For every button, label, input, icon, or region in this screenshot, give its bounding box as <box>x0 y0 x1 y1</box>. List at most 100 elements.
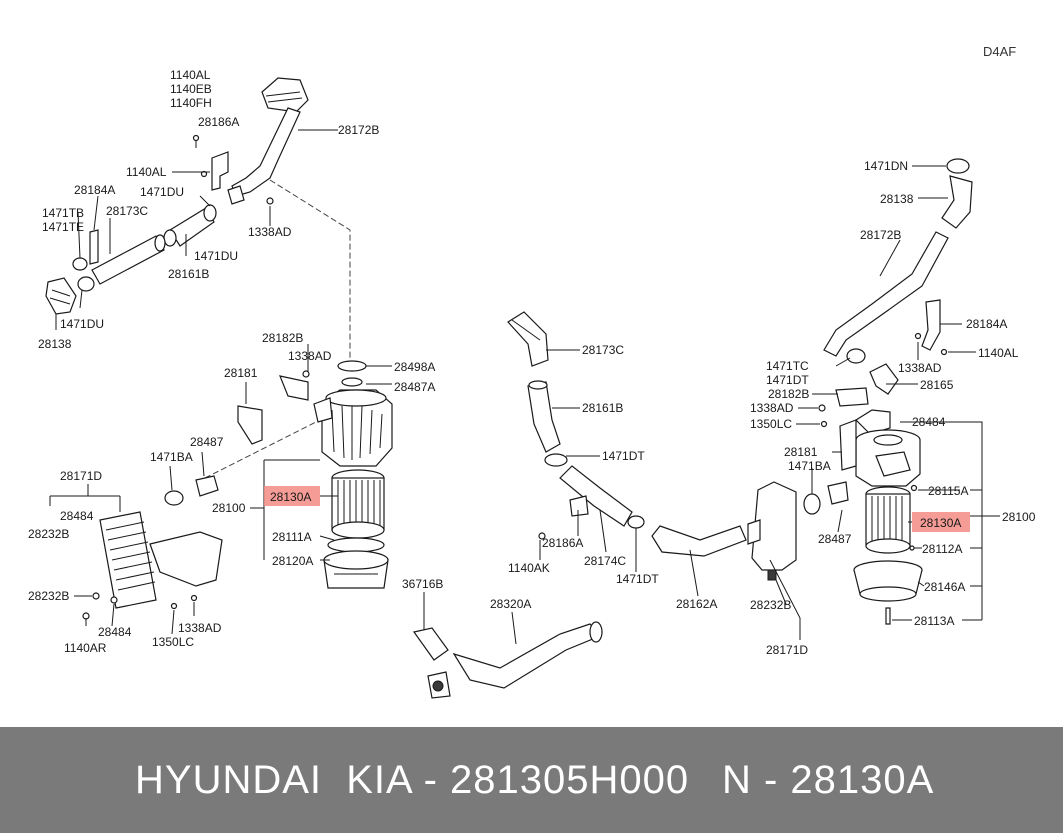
hose-28162a-icon <box>651 525 747 557</box>
label-28484-2: 28484 <box>98 625 132 639</box>
label-28184a: 28184A <box>74 183 115 197</box>
label-28130a-left: 28130A <box>270 490 311 504</box>
label-1338ad-right-2: 1338AD <box>750 401 794 415</box>
clamp-icon <box>72 257 88 271</box>
label-28113a: 28113A <box>914 614 954 628</box>
clamp-icon <box>803 493 821 515</box>
bracket-icon <box>569 495 589 517</box>
filter-element-icon <box>331 469 385 539</box>
label-28186a: 28186A <box>198 115 239 129</box>
label-28162a: 28162A <box>676 597 717 611</box>
label-28320a: 28320A <box>490 597 531 611</box>
center-assembly <box>412 311 747 699</box>
label-1140ak: 1140AK <box>508 561 550 575</box>
rain-cap-icon <box>45 277 77 315</box>
label-1350lc-right: 1350LC <box>750 417 792 431</box>
elbow-hose-icon <box>941 175 973 229</box>
dust-cup-icon <box>853 560 923 602</box>
label-28161b: 28161B <box>168 267 209 281</box>
pipe-28174c-icon <box>559 465 633 527</box>
label-28100-right: 28100 <box>1002 510 1036 524</box>
label-1471dn: 1471DN <box>864 159 908 173</box>
clamp-icon <box>846 348 866 364</box>
clamp-icon <box>627 515 645 529</box>
label-28487a: 28487A <box>394 380 435 394</box>
label-28487-right: 28487 <box>818 532 852 546</box>
label-1140ar: 1140AR <box>64 641 107 655</box>
exploded-parts-diagram: D4AF <box>28 44 1036 699</box>
air-cleaner-housing-icon <box>839 409 921 487</box>
label-1471du-2: 1471DU <box>194 249 238 263</box>
label-1471ba: 1471BA <box>150 450 193 464</box>
label-1471tc: 1471TC <box>766 359 809 373</box>
label-28232b-right: 28232B <box>750 598 791 612</box>
highlight-28130a-left <box>264 486 320 506</box>
label-1338ad-right: 1338AD <box>898 361 942 375</box>
elbow-icon <box>869 363 899 395</box>
label-1338ad-3: 1338AD <box>178 621 222 635</box>
label-1471dt-center-2: 1471DT <box>616 572 659 586</box>
label-1471ba-right: 1471BA <box>788 459 831 473</box>
clamp-icon <box>544 453 568 467</box>
label-28171d-right: 28171D <box>766 643 808 657</box>
label-28111a: 28111A <box>272 530 312 544</box>
label-28184a-right: 28184A <box>966 317 1007 331</box>
label-28115a: 28115A <box>928 484 968 498</box>
label-28172b: 28172B <box>338 123 379 137</box>
label-28232b: 28232B <box>28 527 69 541</box>
label-1471dt-center: 1471DT <box>602 449 645 463</box>
sleeve-icon <box>827 481 849 505</box>
label-1471du-3: 1471DU <box>60 317 104 331</box>
label-28100: 28100 <box>212 501 246 515</box>
filter-element-icon <box>865 486 911 554</box>
label-28171d: 28171D <box>60 469 102 483</box>
right-assembly <box>747 158 1000 640</box>
intake-pipe-28320a-icon <box>412 621 603 699</box>
label-28186a-center: 28186A <box>542 536 583 550</box>
intake-snorkel-icon <box>227 77 309 205</box>
label-28182b: 28182B <box>262 331 303 345</box>
label-36716b: 36716B <box>402 577 443 591</box>
label-28138-right: 28138 <box>880 192 914 206</box>
label-1140al: 1140AL <box>170 68 211 82</box>
air-cleaner-housing-icon <box>313 360 393 467</box>
bracket-icon <box>921 299 941 351</box>
label-1471tb: 1471TB <box>42 206 84 220</box>
label-28138: 28138 <box>38 337 72 351</box>
label-28173c: 28173C <box>106 204 148 218</box>
label-28173c-center: 28173C <box>582 343 624 357</box>
clamp-icon <box>164 490 184 506</box>
label-28174c: 28174C <box>584 554 626 568</box>
part-number-footer: HYUNDAI KIA - 281305H000 N - 28130A <box>0 727 1063 833</box>
label-28232b-2: 28232B <box>28 589 69 603</box>
label-1471te: 1471TE <box>42 220 84 234</box>
label-28484: 28484 <box>60 509 94 523</box>
label-1350lc: 1350LC <box>152 635 194 649</box>
hose-28161b-icon <box>163 204 217 247</box>
hose-28172b-icon <box>823 231 949 357</box>
label-28120a: 28120A <box>272 554 313 568</box>
diagram-code: D4AF <box>983 44 1016 59</box>
clamp-icon <box>946 158 970 174</box>
seal-ring-icon <box>327 537 385 553</box>
label-1140al-right: 1140AL <box>978 346 1019 360</box>
left-assembly <box>45 77 393 635</box>
sleeve-icon <box>195 475 219 497</box>
label-1140fh: 1140FH <box>170 96 212 110</box>
dust-cup-icon <box>323 550 389 589</box>
intake-elbow-icon <box>507 311 549 367</box>
hose-28161b-icon <box>527 381 561 453</box>
label-28484-right: 28484 <box>912 415 946 429</box>
label-28146a: 28146A <box>924 580 965 594</box>
label-28487: 28487 <box>190 435 224 449</box>
bracket-icon <box>211 151 229 191</box>
label-28181: 28181 <box>224 366 258 380</box>
label-1471du: 1471DU <box>140 185 184 199</box>
footer-brand-part-number: HYUNDAI KIA - 281305H000 <box>135 757 690 802</box>
label-1338ad: 1338AD <box>248 225 292 239</box>
label-28498a: 28498A <box>394 360 435 374</box>
label-28181-right: 28181 <box>784 445 818 459</box>
highlight-28130a-right <box>912 512 970 532</box>
footer-diagram-part-number: N - 28130A <box>722 757 935 802</box>
bracket-icon <box>237 405 263 445</box>
